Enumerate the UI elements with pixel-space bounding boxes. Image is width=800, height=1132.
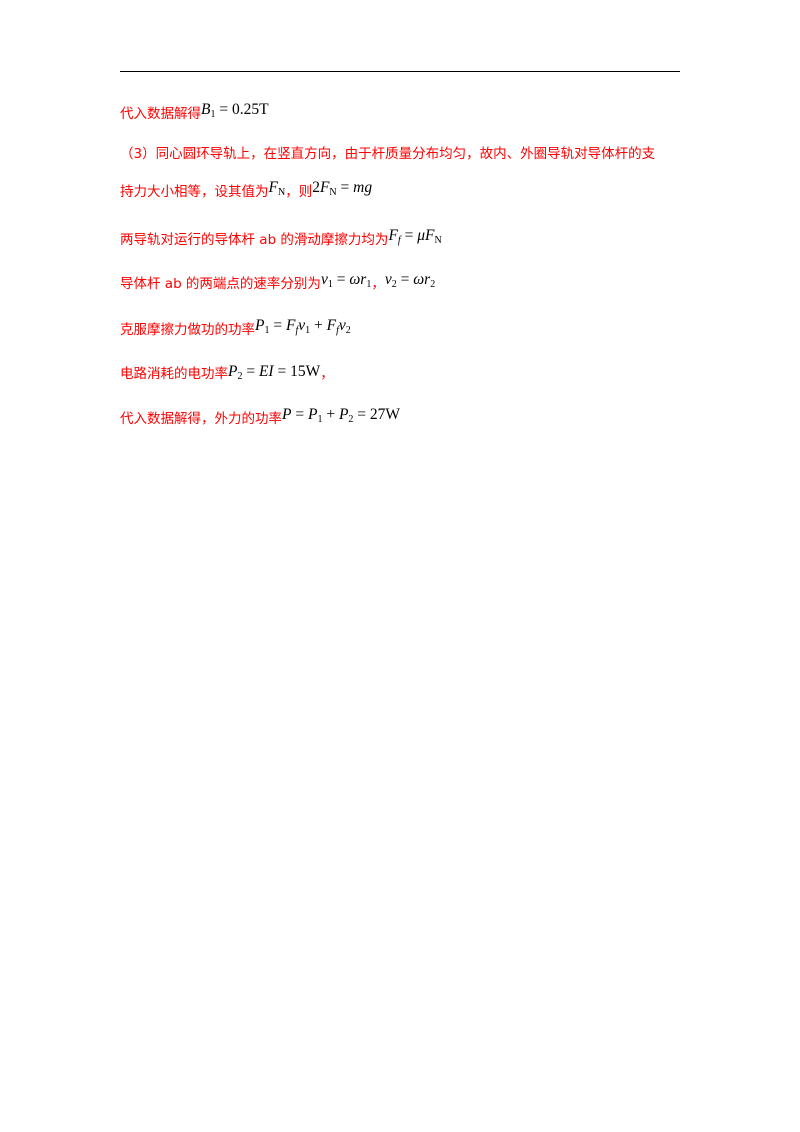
text-line-6: 克服摩擦力做功的功率P1 = Ffv1 + Ffv2 xyxy=(120,316,351,340)
text-line-3: 持力大小相等，设其值为FN，则2FN = mg xyxy=(120,178,372,202)
b1-value: 0.25T xyxy=(231,101,269,118)
line-1-text: 代入数据解得 xyxy=(120,106,201,122)
equation-b1: B1 = 0.25T xyxy=(201,101,269,120)
text-line-7: 电路消耗的电功率P2 = EI = 15W， xyxy=(120,362,334,384)
text-line-4: 两导轨对运行的导体杆 ab 的滑动摩擦力均为Ff = μFN xyxy=(120,226,442,250)
line-7-text-2: ， xyxy=(320,366,334,382)
text-line-2: （3）同心圆环导轨上，在竖直方向，由于杆质量分布均匀，故内、外圈导轨对导体杆的支 xyxy=(120,144,655,164)
header-rule xyxy=(120,71,680,72)
equation-fn: FN xyxy=(268,179,286,198)
equation-p2: P2 = EI = 15W xyxy=(228,363,321,382)
line-2-text: （3）同心圆环导轨上，在竖直方向，由于杆质量分布均匀，故内、外圈导轨对导体杆的支 xyxy=(120,146,656,162)
line-4-text: 两导轨对运行的导体杆 ab 的滑动摩擦力均为 xyxy=(120,232,389,248)
equation-2fn-mg: 2FN = mg xyxy=(312,179,373,198)
equation-p1: P1 = Ffv1 + Ffv2 xyxy=(255,317,351,336)
line-6-text: 克服摩擦力做功的功率 xyxy=(120,322,255,338)
line-7-text: 电路消耗的电功率 xyxy=(120,366,228,382)
p-value: 27W xyxy=(369,406,401,423)
line-3-text-2: ，则 xyxy=(285,184,313,200)
line-8-text: 代入数据解得，外力的功率 xyxy=(120,411,282,427)
coef-two: 2 xyxy=(312,179,320,196)
line-5-text: 导体杆 ab 的两端点的速率分别为 xyxy=(120,276,321,292)
line-5-text-2: ， xyxy=(371,276,385,292)
line-3-text: 持力大小相等，设其值为 xyxy=(120,184,269,200)
equation-p-total: P = P1 + P2 = 27W xyxy=(282,406,401,425)
p2-value: 15W xyxy=(290,363,321,380)
text-line-5: 导体杆 ab 的两端点的速率分别为v1 = ωr1，v2 = ωr2 xyxy=(120,270,435,294)
equation-ff: Ff = μFN xyxy=(388,227,442,246)
equation-v2: v2 = ωr2 xyxy=(384,271,436,290)
equation-v1: v1 = ωr1 xyxy=(320,271,372,290)
text-line-1: 代入数据解得B1 = 0.25T xyxy=(120,100,269,124)
text-line-8: 代入数据解得，外力的功率P = P1 + P2 = 27W xyxy=(120,405,400,429)
